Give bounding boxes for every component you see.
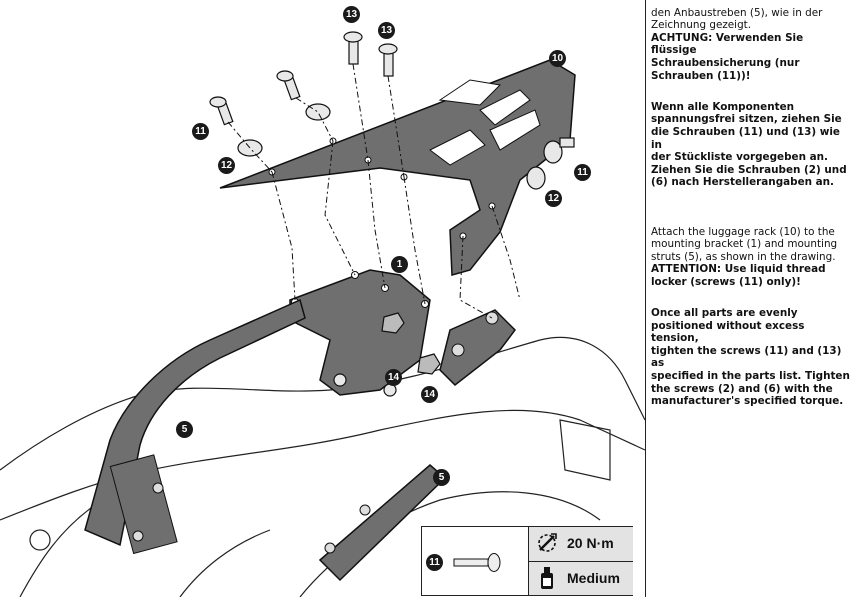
de-para1: den Anbaustreben (5), wie in der Zeichnu…	[651, 7, 851, 83]
de-para1-line2: Zeichnung gezeigt.	[651, 19, 752, 32]
de-para1-line1: den Anbaustreben (5), wie in der	[651, 6, 823, 19]
torque-wrench-icon	[538, 533, 557, 552]
spec-torque-row: 20 N·m	[529, 527, 633, 560]
callout-13-a: 13	[343, 6, 360, 23]
spec-values-cell: 20 N·m Medium	[528, 527, 633, 595]
callout-11-a: 11	[192, 123, 209, 140]
mounting-bracket-1	[289, 269, 431, 396]
motorcycle-body-outline	[0, 336, 646, 471]
screw-icon	[453, 553, 501, 572]
callout-13-b: 13	[378, 22, 395, 39]
threadlocker-bottle-icon	[541, 567, 553, 589]
callout-12-b: 12	[545, 190, 562, 207]
spec-threadlocker-row: Medium	[529, 561, 633, 595]
callout-14-a: 14	[385, 369, 402, 386]
callout-5-a: 5	[176, 421, 193, 438]
callout-10: 10	[549, 50, 566, 67]
screws-and-washers	[209, 31, 575, 397]
en-para2: Once all parts are evenly positioned wit…	[651, 307, 850, 408]
column-divider	[645, 0, 646, 597]
mounting-strut-right-5	[318, 309, 516, 582]
de-warning: ACHTUNG: Verwenden Sie flüssige Schraube…	[651, 31, 804, 82]
callout-14-b: 14	[421, 386, 438, 403]
callout-5-b: 5	[433, 469, 450, 486]
torque-value: 20 N·m	[567, 535, 614, 551]
callout-12-a: 12	[218, 157, 235, 174]
de-para2: Wenn alle Komponenten spannungsfrei sitz…	[651, 100, 847, 189]
torque-spec-box: 11 20 N·m Medium	[421, 526, 633, 596]
en-para1: Attach the luggage rack (10) to the moun…	[651, 226, 851, 289]
assembly-drawing	[0, 31, 646, 597]
en-warning: ATTENTION: Use liquid thread locker (scr…	[651, 263, 826, 288]
en-para1-text: Attach the luggage rack (10) to the moun…	[651, 225, 838, 263]
threadlocker-value: Medium	[567, 570, 620, 586]
spec-part-number: 11	[426, 554, 443, 571]
luggage-rack-10	[219, 59, 576, 276]
mounting-strut-left-5	[84, 298, 306, 555]
callout-11-b: 11	[574, 164, 591, 181]
callout-1: 1	[391, 256, 408, 273]
instruction-text-column: den Anbaustreben (5), wie in der Zeichnu…	[651, 0, 851, 426]
spec-part-cell: 11	[422, 527, 528, 595]
